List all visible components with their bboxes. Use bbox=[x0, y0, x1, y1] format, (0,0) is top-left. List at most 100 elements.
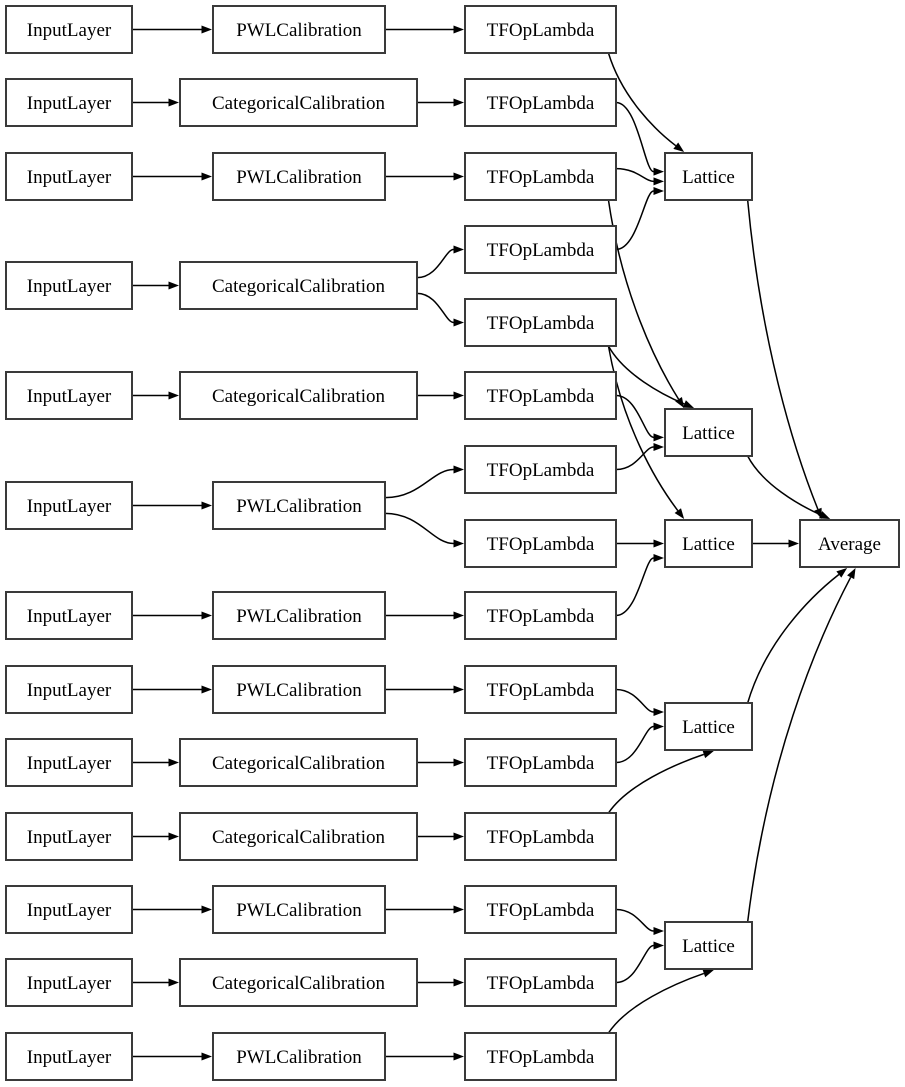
node-tfoplambda-tf4[interactable]: TFOpLambda bbox=[464, 225, 617, 274]
node-tfoplambda-tf12[interactable]: TFOpLambda bbox=[464, 812, 617, 861]
node-box[interactable] bbox=[5, 885, 133, 934]
node-box[interactable] bbox=[5, 371, 133, 420]
node-lattice-lat4[interactable]: Lattice bbox=[664, 702, 753, 751]
node-lattice-lat1[interactable]: Lattice bbox=[664, 152, 753, 201]
node-box[interactable] bbox=[464, 5, 617, 54]
node-tfoplambda-tf7[interactable]: TFOpLambda bbox=[464, 445, 617, 494]
node-categoricalcalibration-cal5[interactable]: CategoricalCalibration bbox=[179, 371, 418, 420]
node-tfoplambda-tf15[interactable]: TFOpLambda bbox=[464, 1032, 617, 1081]
node-inputlayer-in10[interactable]: InputLayer bbox=[5, 812, 133, 861]
node-pwlcalibration-cal3[interactable]: PWLCalibration bbox=[212, 152, 386, 201]
node-box[interactable] bbox=[212, 665, 386, 714]
node-categoricalcalibration-cal12[interactable]: CategoricalCalibration bbox=[179, 958, 418, 1007]
node-box[interactable] bbox=[464, 298, 617, 347]
node-box[interactable] bbox=[179, 261, 418, 310]
node-box[interactable] bbox=[212, 1032, 386, 1081]
node-pwlcalibration-cal11[interactable]: PWLCalibration bbox=[212, 885, 386, 934]
node-categoricalcalibration-cal4[interactable]: CategoricalCalibration bbox=[179, 261, 418, 310]
node-box[interactable] bbox=[464, 225, 617, 274]
node-box[interactable] bbox=[464, 812, 617, 861]
edge-tf9-to-lat3 bbox=[615, 554, 664, 617]
node-inputlayer-in11[interactable]: InputLayer bbox=[5, 885, 133, 934]
node-box[interactable] bbox=[464, 152, 617, 201]
node-box[interactable] bbox=[179, 958, 418, 1007]
node-tfoplambda-tf13[interactable]: TFOpLambda bbox=[464, 885, 617, 934]
node-box[interactable] bbox=[664, 519, 753, 568]
edge-tf7-to-lat2 bbox=[615, 443, 664, 471]
node-tfoplambda-tf1[interactable]: TFOpLambda bbox=[464, 5, 617, 54]
node-box[interactable] bbox=[464, 1032, 617, 1081]
node-lattice-lat3[interactable]: Lattice bbox=[664, 519, 753, 568]
node-box[interactable] bbox=[212, 152, 386, 201]
node-pwlcalibration-cal7[interactable]: PWLCalibration bbox=[212, 591, 386, 640]
node-categoricalcalibration-cal9[interactable]: CategoricalCalibration bbox=[179, 738, 418, 787]
node-box[interactable] bbox=[464, 958, 617, 1007]
node-lattice-lat5[interactable]: Lattice bbox=[664, 921, 753, 970]
node-box[interactable] bbox=[5, 5, 133, 54]
node-tfoplambda-tf8[interactable]: TFOpLambda bbox=[464, 519, 617, 568]
node-box[interactable] bbox=[5, 591, 133, 640]
node-box[interactable] bbox=[5, 481, 133, 530]
node-pwlcalibration-cal1[interactable]: PWLCalibration bbox=[212, 5, 386, 54]
node-box[interactable] bbox=[5, 261, 133, 310]
node-inputlayer-in9[interactable]: InputLayer bbox=[5, 738, 133, 787]
node-inputlayer-in5[interactable]: InputLayer bbox=[5, 371, 133, 420]
node-tfoplambda-tf5[interactable]: TFOpLambda bbox=[464, 298, 617, 347]
node-box[interactable] bbox=[5, 738, 133, 787]
node-box[interactable] bbox=[664, 152, 753, 201]
edge-tf4-to-lat1 bbox=[615, 187, 664, 251]
node-average-avg[interactable]: Average bbox=[799, 519, 900, 568]
edge-in9-to-cal9 bbox=[131, 758, 179, 767]
node-box[interactable] bbox=[464, 665, 617, 714]
node-inputlayer-in1[interactable]: InputLayer bbox=[5, 5, 133, 54]
node-box[interactable] bbox=[179, 78, 418, 127]
node-tfoplambda-tf11[interactable]: TFOpLambda bbox=[464, 738, 617, 787]
edge-tf15-to-lat5 bbox=[607, 969, 714, 1034]
edge-tf1-to-lat1 bbox=[607, 52, 685, 152]
node-box[interactable] bbox=[799, 519, 900, 568]
node-box[interactable] bbox=[464, 885, 617, 934]
node-categoricalcalibration-cal2[interactable]: CategoricalCalibration bbox=[179, 78, 418, 127]
node-box[interactable] bbox=[464, 591, 617, 640]
node-inputlayer-in7[interactable]: InputLayer bbox=[5, 591, 133, 640]
node-box[interactable] bbox=[464, 738, 617, 787]
node-box[interactable] bbox=[179, 812, 418, 861]
node-tfoplambda-tf2[interactable]: TFOpLambda bbox=[464, 78, 617, 127]
node-box[interactable] bbox=[5, 1032, 133, 1081]
node-box[interactable] bbox=[464, 445, 617, 494]
node-box[interactable] bbox=[212, 5, 386, 54]
node-inputlayer-in12[interactable]: InputLayer bbox=[5, 958, 133, 1007]
node-tfoplambda-tf9[interactable]: TFOpLambda bbox=[464, 591, 617, 640]
node-tfoplambda-tf6[interactable]: TFOpLambda bbox=[464, 371, 617, 420]
node-box[interactable] bbox=[464, 371, 617, 420]
node-inputlayer-in4[interactable]: InputLayer bbox=[5, 261, 133, 310]
node-inputlayer-in2[interactable]: InputLayer bbox=[5, 78, 133, 127]
node-lattice-lat2[interactable]: Lattice bbox=[664, 408, 753, 457]
node-box[interactable] bbox=[5, 958, 133, 1007]
node-box[interactable] bbox=[664, 408, 753, 457]
node-box[interactable] bbox=[179, 738, 418, 787]
node-pwlcalibration-cal13[interactable]: PWLCalibration bbox=[212, 1032, 386, 1081]
node-inputlayer-in13[interactable]: InputLayer bbox=[5, 1032, 133, 1081]
node-inputlayer-in8[interactable]: InputLayer bbox=[5, 665, 133, 714]
node-box[interactable] bbox=[5, 152, 133, 201]
node-inputlayer-in3[interactable]: InputLayer bbox=[5, 152, 133, 201]
node-box[interactable] bbox=[212, 591, 386, 640]
node-box[interactable] bbox=[5, 665, 133, 714]
node-box[interactable] bbox=[664, 921, 753, 970]
node-pwlcalibration-cal6[interactable]: PWLCalibration bbox=[212, 481, 386, 530]
node-box[interactable] bbox=[5, 812, 133, 861]
node-tfoplambda-tf3[interactable]: TFOpLambda bbox=[464, 152, 617, 201]
node-categoricalcalibration-cal10[interactable]: CategoricalCalibration bbox=[179, 812, 418, 861]
node-box[interactable] bbox=[5, 78, 133, 127]
node-box[interactable] bbox=[464, 78, 617, 127]
node-tfoplambda-tf10[interactable]: TFOpLambda bbox=[464, 665, 617, 714]
node-box[interactable] bbox=[212, 481, 386, 530]
node-box[interactable] bbox=[179, 371, 418, 420]
node-box[interactable] bbox=[464, 519, 617, 568]
node-box[interactable] bbox=[664, 702, 753, 751]
node-inputlayer-in6[interactable]: InputLayer bbox=[5, 481, 133, 530]
node-pwlcalibration-cal8[interactable]: PWLCalibration bbox=[212, 665, 386, 714]
node-box[interactable] bbox=[212, 885, 386, 934]
node-tfoplambda-tf14[interactable]: TFOpLambda bbox=[464, 958, 617, 1007]
